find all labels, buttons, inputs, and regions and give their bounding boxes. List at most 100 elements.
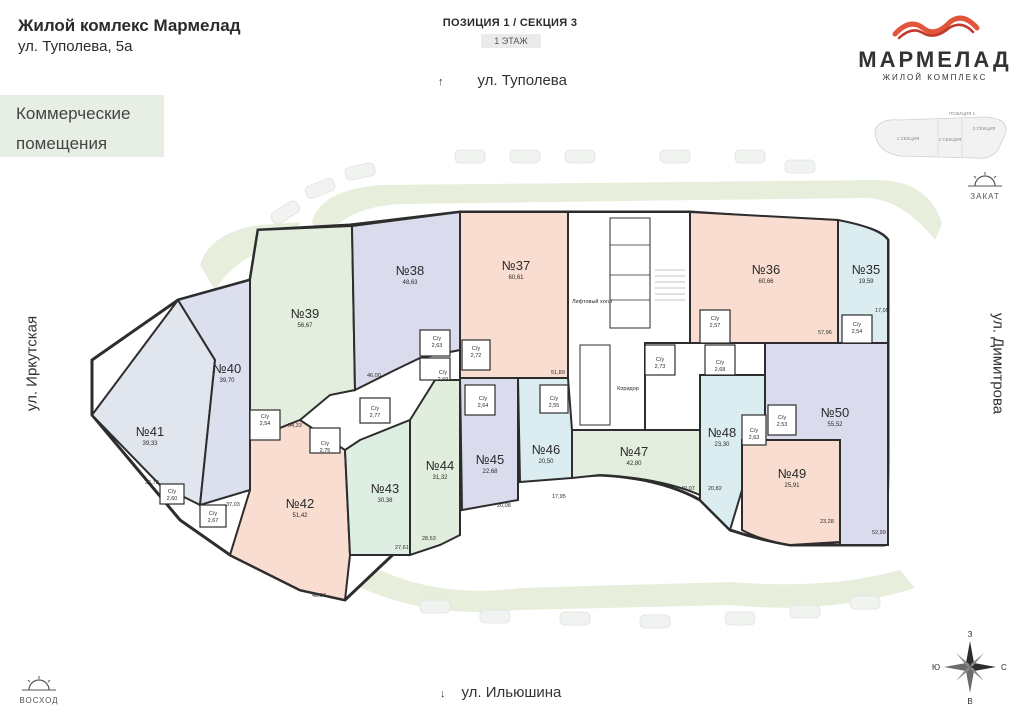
wc-3 <box>249 409 281 441</box>
unit-44[interactable]: №44 31,32 <box>409 379 461 557</box>
unit-39-area: 56,67 <box>297 323 313 329</box>
unit-39-number: №39 <box>291 306 319 321</box>
svg-text:С/у: С/у <box>716 360 725 366</box>
minimap-section-1: 1 СЕКЦИЯ <box>897 136 919 141</box>
svg-text:С/у: С/у <box>371 406 380 412</box>
svg-text:С/у: С/у <box>778 415 787 421</box>
unit-40-number: №40 <box>213 361 241 376</box>
svg-text:52,99: 52,99 <box>872 530 886 536</box>
brand-name: МАРМЕЛАД <box>858 47 1012 72</box>
wc-13 <box>699 309 731 344</box>
svg-text:2,67: 2,67 <box>208 518 219 524</box>
svg-text:С/у: С/у <box>711 316 720 322</box>
wc-12 <box>704 344 736 376</box>
svg-text:28,63: 28,63 <box>422 536 436 542</box>
svg-text:2,54: 2,54 <box>260 421 271 427</box>
sunrise-icon <box>22 676 56 691</box>
unit-43[interactable]: №43 30,38 <box>343 418 411 556</box>
parking-bottom <box>419 595 881 629</box>
compass-s: В <box>967 697 972 706</box>
sunset-icon <box>968 172 1002 187</box>
wc-4 <box>309 427 341 454</box>
bathrooms <box>159 309 873 528</box>
category-line-2: помещения <box>16 134 108 153</box>
floor-badge[interactable]: 1 ЭТАЖ <box>481 34 541 48</box>
category-line-1: Коммерческие <box>16 104 131 123</box>
brand-subtitle: ЖИЛОЙ КОМПЛЕКС <box>882 73 988 82</box>
svg-text:С/у: С/у <box>750 428 759 434</box>
unit-40[interactable]: №40 39,70 <box>176 278 251 507</box>
unit-35-area: 19,59 <box>858 279 874 285</box>
wc-1 <box>159 483 185 505</box>
unit-45-number: №45 <box>476 452 504 467</box>
street-top: ↑ул. Туполева <box>438 72 567 89</box>
svg-text:46,00: 46,00 <box>367 373 381 379</box>
svg-text:2,73: 2,73 <box>655 364 666 370</box>
corridor-label: Коридор <box>617 386 639 392</box>
unit-40-area: 39,70 <box>219 378 235 384</box>
parking-top <box>270 149 816 225</box>
wc-labels: С/у2,60 С/у2,67 С/у2,54 С/у2,75 С/у2,77 … <box>167 316 863 524</box>
svg-text:С/у: С/у <box>168 489 177 495</box>
brand-logo: МАРМЕЛАД ЖИЛОЙ КОМПЛЕКС <box>855 14 1015 82</box>
unit-50-number: №50 <box>821 405 849 420</box>
unit-35-number: №35 <box>852 262 880 277</box>
svg-text:2,63: 2,63 <box>749 435 760 441</box>
svg-text:20,08: 20,08 <box>497 503 511 509</box>
unit-49-area: 25,91 <box>784 483 800 489</box>
svg-text:2,57: 2,57 <box>710 323 721 329</box>
dimension-labels: 36,73 37,03 54,33 46,00 48,67 27,61 28,6… <box>145 308 889 599</box>
unit-42-number: №42 <box>286 496 314 511</box>
position-section-label: ПОЗИЦИЯ 1 / СЕКЦИЯ 3 <box>442 17 578 29</box>
svg-text:36,73: 36,73 <box>145 480 159 486</box>
unit-48-area: 23,30 <box>714 442 730 448</box>
sunrise-label: ВОСХОД <box>19 696 59 705</box>
unit-49[interactable]: №49 25,91 <box>741 439 841 547</box>
unit-46-number: №46 <box>532 442 560 457</box>
landscape-bottom <box>345 560 915 612</box>
svg-text:2,69: 2,69 <box>438 377 449 383</box>
unit-42-area: 51,42 <box>292 513 308 519</box>
svg-text:2,60: 2,60 <box>167 496 178 502</box>
svg-text:2,75: 2,75 <box>320 448 331 454</box>
unit-37-number: №37 <box>502 258 530 273</box>
unit-43-area: 30,38 <box>377 498 393 504</box>
minimap: ПОЗИЦИЯ 1 1 СЕКЦИЯ 2 СЕКЦИЯ 3 СЕКЦИЯ <box>874 111 1007 159</box>
building-core: Лифтовый холл Коридор <box>567 211 691 431</box>
unit-36-number: №36 <box>752 262 780 277</box>
wc-10 <box>539 384 569 414</box>
complex-title: Жилой комлекс Мармелад <box>18 16 241 35</box>
svg-text:С/у: С/у <box>209 511 218 517</box>
svg-text:2,53: 2,53 <box>777 422 788 428</box>
minimap-section-2: 2 СЕКЦИЯ <box>939 137 961 142</box>
svg-text:51,89: 51,89 <box>551 370 565 376</box>
complex-address: ул. Туполева, 5а <box>18 38 133 55</box>
unit-38-number: №38 <box>396 263 424 278</box>
unit-42[interactable]: №42 51,42 <box>228 418 352 602</box>
unit-35[interactable]: №35 19,59 <box>837 218 889 344</box>
svg-text:2,64: 2,64 <box>478 403 489 409</box>
category-badge[interactable]: Коммерческие помещения <box>0 95 164 157</box>
street-bottom: ↓ул. Ильюшина <box>440 684 562 701</box>
svg-text:С/у: С/у <box>656 357 665 363</box>
logo-waves-icon <box>892 15 980 40</box>
svg-text:17,05: 17,05 <box>875 308 889 314</box>
wc-9 <box>464 384 496 416</box>
wc-6 <box>419 357 451 381</box>
svg-text:С/у: С/у <box>439 370 448 376</box>
svg-text:40,07: 40,07 <box>681 486 695 492</box>
svg-text:57,96: 57,96 <box>818 330 832 336</box>
minimap-position: ПОЗИЦИЯ 1 <box>949 111 976 116</box>
svg-text:54,33: 54,33 <box>288 423 302 429</box>
svg-text:С/у: С/у <box>321 441 330 447</box>
wc-8 <box>461 339 491 371</box>
unit-45-area: 22,68 <box>482 469 498 475</box>
svg-text:2,54: 2,54 <box>852 329 863 335</box>
compass-w: Ю <box>932 663 940 672</box>
lift-hall-label: Лифтовый холл <box>572 298 612 305</box>
unit-41-number: №41 <box>136 424 164 439</box>
svg-text:17,95: 17,95 <box>552 494 566 500</box>
svg-text:С/у: С/у <box>433 336 442 342</box>
svg-text:20,82: 20,82 <box>708 486 722 492</box>
svg-text:2,63: 2,63 <box>432 343 443 349</box>
